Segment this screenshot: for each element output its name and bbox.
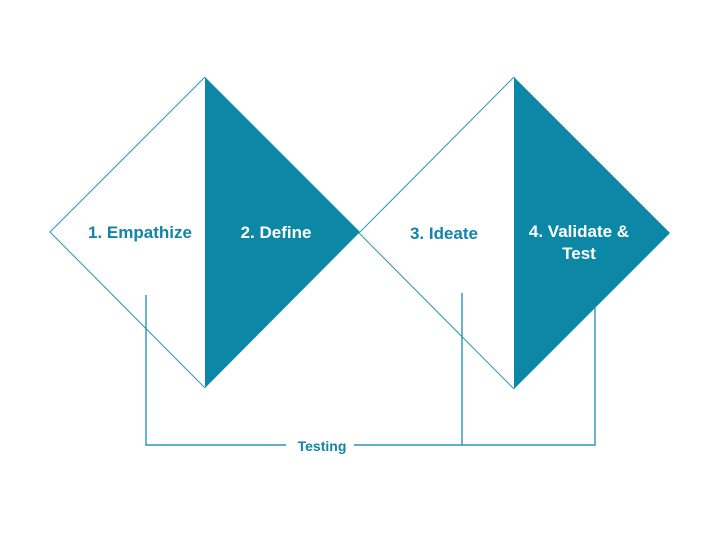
bracket-left-segment [145, 295, 286, 446]
stage-label-validate: 4. Validate & Test [528, 222, 630, 263]
stage-label-define: 2. Define [240, 223, 312, 242]
stage-label-empathize: 1. Empathize [88, 223, 192, 242]
bracket-right-segment [354, 308, 596, 446]
diamond-1-empathize-outline [49, 76, 206, 389]
diamond-1-define-fill [205, 77, 360, 388]
stage-label-ideate: 3. Ideate [409, 224, 479, 243]
diamond-2-validate-fill [514, 77, 670, 389]
bracket-label-testing: Testing [297, 438, 347, 454]
